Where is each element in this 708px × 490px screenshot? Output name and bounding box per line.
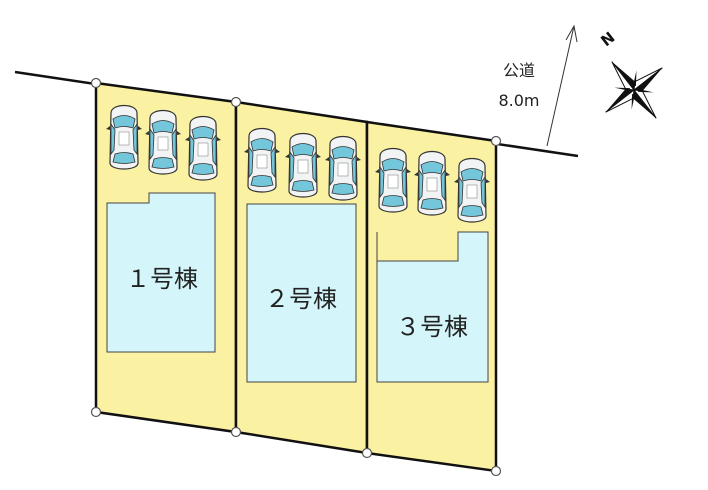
lot-1-label: １号棟 xyxy=(126,265,198,293)
lot-2-label: ２号棟 xyxy=(265,285,337,313)
car-lot3-1 xyxy=(374,147,412,213)
road-width: 8.0m xyxy=(498,91,539,110)
car-lot1-3 xyxy=(184,115,222,181)
car-lot2-1 xyxy=(243,127,281,193)
lot-3-label: ３号棟 xyxy=(396,313,468,341)
road-arrow-icon xyxy=(565,24,578,43)
compass-north-letter: N xyxy=(597,28,618,50)
building-2 xyxy=(246,203,357,383)
building-1 xyxy=(106,192,216,353)
car-lot2-2 xyxy=(284,132,322,198)
car-lot2-3 xyxy=(324,135,362,201)
car-lot3-2 xyxy=(413,150,451,216)
corner-markers xyxy=(90,77,502,477)
road-name: 公道 xyxy=(503,61,535,80)
road-leader-line xyxy=(546,25,575,147)
car-lot1-1 xyxy=(105,104,143,170)
compass-rose-icon xyxy=(605,61,663,119)
car-lot3-3 xyxy=(453,157,491,223)
car-lot1-2 xyxy=(144,109,182,175)
building-3 xyxy=(376,231,489,383)
